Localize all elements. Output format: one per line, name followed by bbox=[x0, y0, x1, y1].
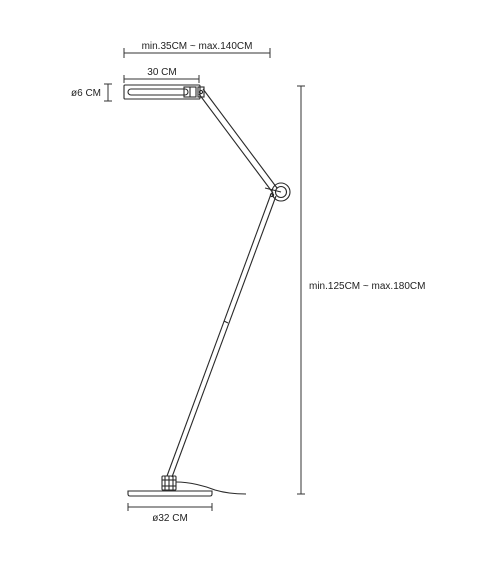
reach-dimension: min.35CM ~ max.140CM bbox=[123, 41, 271, 58]
lamp-base bbox=[127, 490, 213, 497]
lower-arm bbox=[166, 193, 277, 478]
head-joint bbox=[197, 86, 205, 98]
height-dimension: min.125CM ~ max.180CM bbox=[297, 85, 425, 495]
base-diameter-dimension: ø32 CM bbox=[127, 503, 213, 524]
lamp-illustration bbox=[123, 84, 291, 497]
elbow-joint bbox=[264, 182, 291, 202]
head-diameter-label: ø6 CM bbox=[71, 88, 101, 99]
lamp-head bbox=[123, 84, 201, 100]
power-cable bbox=[175, 481, 247, 495]
reach-range-label: min.35CM ~ max.140CM bbox=[142, 41, 253, 52]
base-connector bbox=[161, 475, 177, 491]
upper-arm bbox=[198, 88, 278, 194]
head-diameter-dimension: ø6 CM bbox=[71, 83, 112, 102]
base-diameter-label: ø32 CM bbox=[152, 513, 188, 524]
head-length-dimension: 30 CM bbox=[123, 67, 200, 83]
height-range-label: min.125CM ~ max.180CM bbox=[309, 281, 425, 292]
head-length-label: 30 CM bbox=[147, 67, 176, 78]
